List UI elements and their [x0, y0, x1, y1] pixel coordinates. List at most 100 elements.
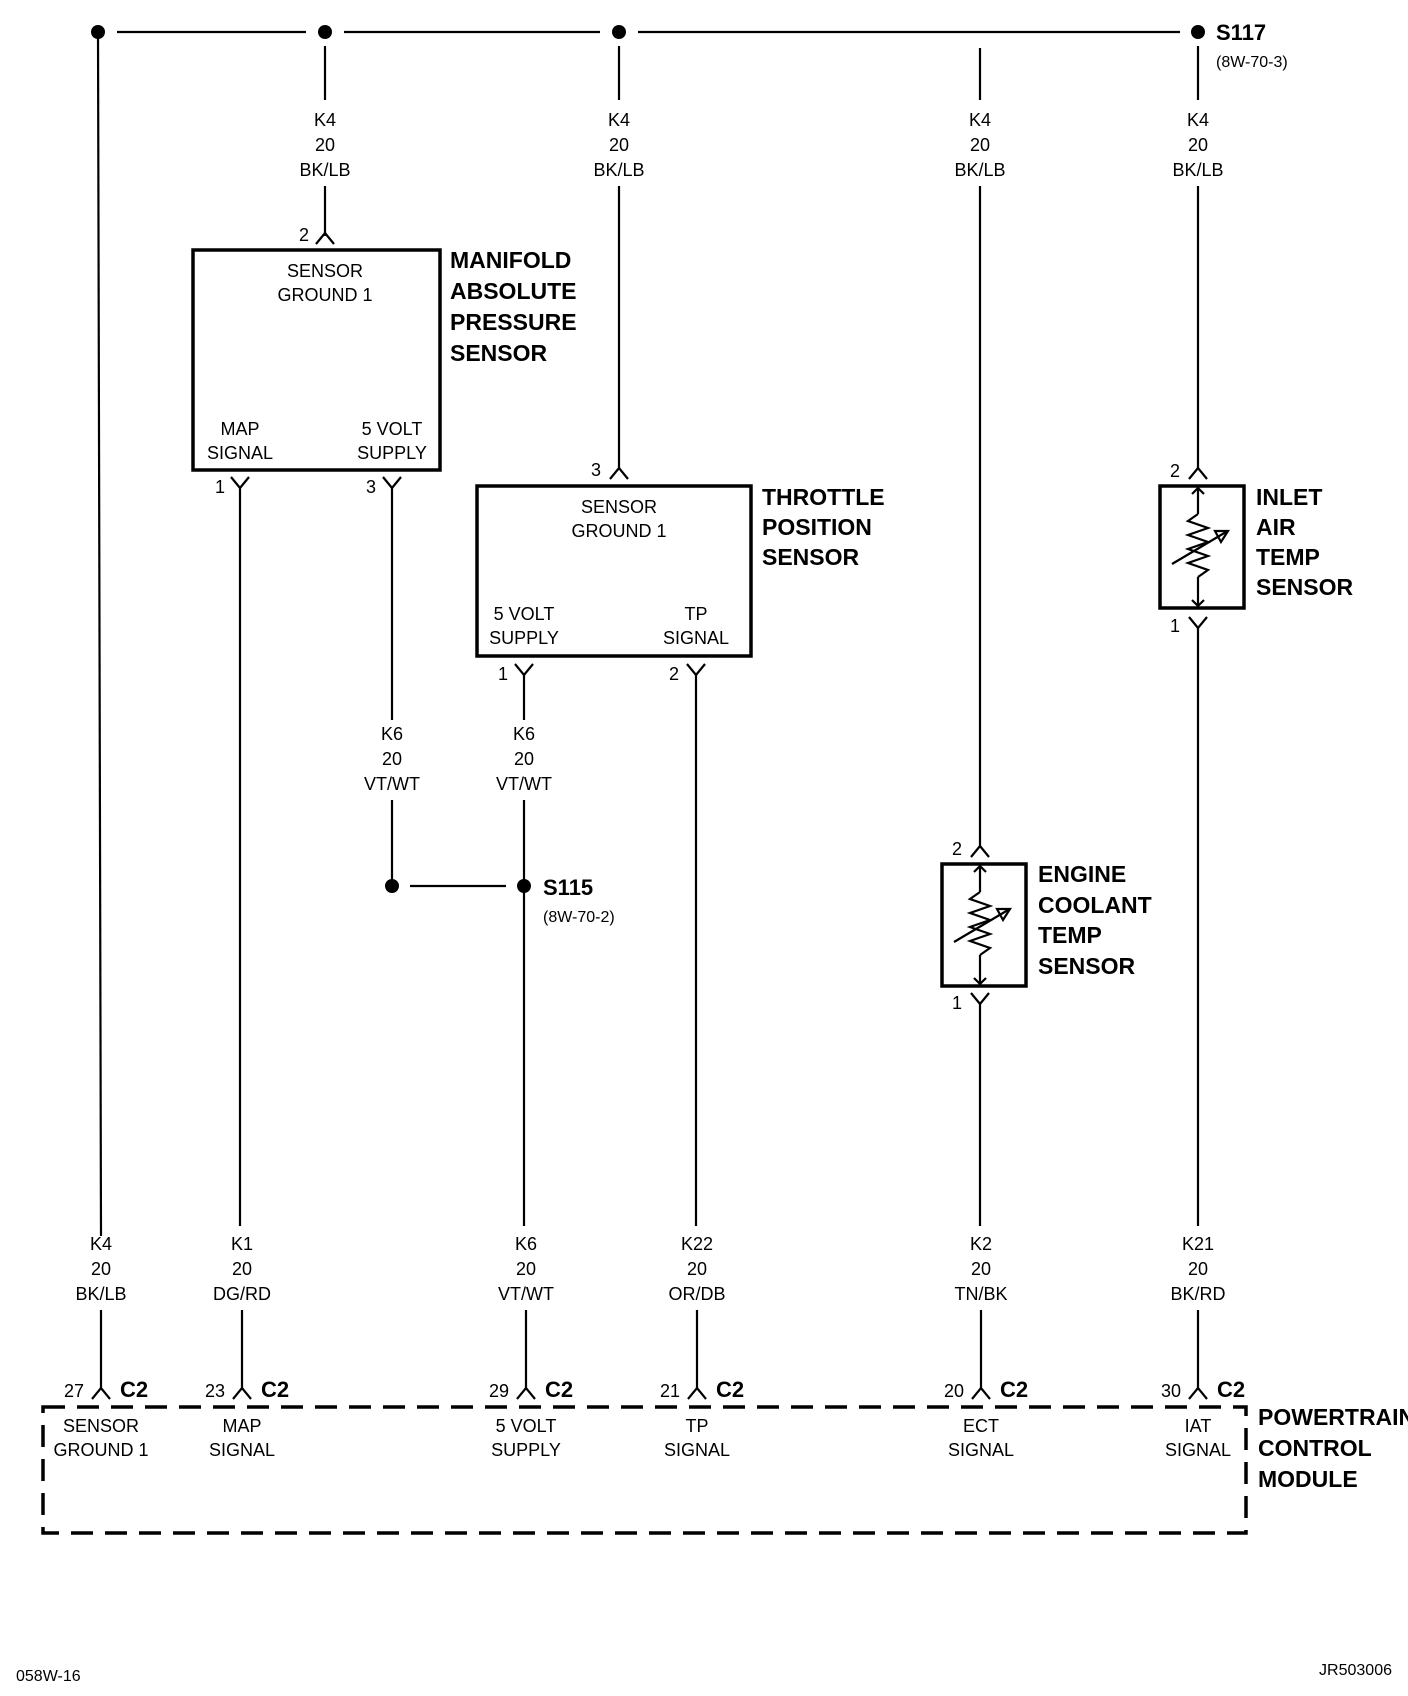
svg-text:BK/RD: BK/RD	[1170, 1284, 1225, 1304]
svg-text:21: 21	[660, 1381, 680, 1401]
wire-label-k4-ground: K4 20 BK/LB	[75, 1234, 126, 1304]
svg-text:IAT: IAT	[1185, 1416, 1212, 1436]
wire-label-k4-map: K4 20 BK/LB	[299, 110, 350, 180]
svg-text:SIGNAL: SIGNAL	[1165, 1440, 1231, 1460]
pcm-pin-30: 30 C2	[1161, 1377, 1245, 1402]
svg-text:K2: K2	[970, 1234, 992, 1254]
svg-text:GROUND 1: GROUND 1	[53, 1440, 148, 1460]
svg-text:SENSOR: SENSOR	[287, 261, 363, 281]
powertrain-control-module: SENSOR GROUND 1 MAP SIGNAL 5 VOLT SUPPLY…	[41, 1404, 1408, 1535]
svg-text:MAP: MAP	[220, 419, 259, 439]
pcm-pin-23: 23 C2	[205, 1377, 289, 1402]
svg-text:K6: K6	[381, 724, 403, 744]
svg-text:SIGNAL: SIGNAL	[948, 1440, 1014, 1460]
svg-text:K6: K6	[515, 1234, 537, 1254]
throttle-position-sensor: SENSOR GROUND 1 5 VOLT SUPPLY TP SIGNAL …	[475, 484, 885, 658]
svg-text:C2: C2	[120, 1377, 148, 1402]
svg-text:VT/WT: VT/WT	[496, 774, 552, 794]
svg-text:SENSOR: SENSOR	[1038, 953, 1136, 979]
svg-text:30: 30	[1161, 1381, 1181, 1401]
tps-pin-right: 2	[669, 664, 679, 684]
svg-text:K4: K4	[608, 110, 630, 130]
ect-pin-bottom: 1	[952, 993, 962, 1013]
s117-bus: S117 (8W-70-3)	[91, 20, 1288, 71]
svg-text:5 VOLT: 5 VOLT	[494, 604, 555, 624]
svg-text:INLET: INLET	[1256, 484, 1322, 510]
svg-text:20: 20	[516, 1259, 536, 1279]
svg-text:TEMP: TEMP	[1256, 544, 1320, 570]
splice-dot-s117	[1191, 25, 1205, 39]
svg-text:SENSOR: SENSOR	[1256, 574, 1354, 600]
svg-text:GROUND 1: GROUND 1	[277, 285, 372, 305]
svg-text:MAP: MAP	[222, 1416, 261, 1436]
svg-text:20: 20	[315, 135, 335, 155]
svg-text:TN/BK: TN/BK	[954, 1284, 1007, 1304]
splice-dot	[612, 25, 626, 39]
svg-text:20: 20	[1188, 135, 1208, 155]
s115-splice: S115 (8W-70-2)	[385, 875, 615, 926]
svg-text:20: 20	[514, 749, 534, 769]
map-pin-left: 1	[215, 477, 225, 497]
svg-text:K4: K4	[314, 110, 336, 130]
svg-text:AIR: AIR	[1256, 514, 1296, 540]
svg-text:20: 20	[232, 1259, 252, 1279]
map-pin2-terminal	[315, 231, 335, 245]
svg-text:C2: C2	[261, 1377, 289, 1402]
wire-label-k1: K1 20 DG/RD	[213, 1234, 271, 1304]
svg-text:5 VOLT: 5 VOLT	[362, 419, 423, 439]
svg-text:20: 20	[1188, 1259, 1208, 1279]
svg-text:20: 20	[91, 1259, 111, 1279]
tps-pin-top: 3	[591, 460, 601, 480]
svg-text:K22: K22	[681, 1234, 713, 1254]
svg-text:29: 29	[489, 1381, 509, 1401]
svg-text:POWERTRAIN: POWERTRAIN	[1258, 1404, 1408, 1430]
svg-text:C2: C2	[1217, 1377, 1245, 1402]
svg-text:K21: K21	[1182, 1234, 1214, 1254]
svg-text:BK/LB: BK/LB	[593, 160, 644, 180]
tps-pin1-terminal	[514, 663, 534, 677]
svg-text:SENSOR: SENSOR	[581, 497, 657, 517]
iat-pin-top: 2	[1170, 461, 1180, 481]
svg-text:20: 20	[382, 749, 402, 769]
ect-pin2-terminal	[970, 844, 990, 858]
pcm-pin-21: 21 C2	[660, 1377, 744, 1402]
wire-label-k4-tps: K4 20 BK/LB	[593, 110, 644, 180]
svg-text:BK/LB: BK/LB	[75, 1284, 126, 1304]
svg-text:S115: S115	[543, 875, 593, 900]
svg-text:THROTTLE: THROTTLE	[762, 484, 885, 510]
splice-s117-name: S117	[1216, 20, 1266, 45]
map-pin1-terminal	[230, 476, 250, 490]
tps-pin2-terminal	[686, 663, 706, 677]
iat-pin-bottom: 1	[1170, 616, 1180, 636]
svg-text:MODULE: MODULE	[1258, 1466, 1358, 1492]
pcm-pin-29: 29 C2	[489, 1377, 573, 1402]
svg-text:VT/WT: VT/WT	[364, 774, 420, 794]
svg-text:CONTROL: CONTROL	[1258, 1435, 1372, 1461]
map-pin-top: 2	[299, 225, 309, 245]
svg-text:BK/LB: BK/LB	[299, 160, 350, 180]
svg-text:VT/WT: VT/WT	[498, 1284, 554, 1304]
svg-text:5 VOLT: 5 VOLT	[496, 1416, 557, 1436]
svg-text:(8W-70-2): (8W-70-2)	[543, 909, 615, 926]
wire-label-k2: K2 20 TN/BK	[954, 1234, 1007, 1304]
svg-text:SIGNAL: SIGNAL	[209, 1440, 275, 1460]
svg-text:SUPPLY: SUPPLY	[357, 443, 427, 463]
svg-text:K4: K4	[90, 1234, 112, 1254]
svg-text:SENSOR: SENSOR	[762, 544, 860, 570]
svg-text:ECT: ECT	[963, 1416, 999, 1436]
wire-label-k22: K22 20 OR/DB	[668, 1234, 725, 1304]
svg-text:C2: C2	[1000, 1377, 1028, 1402]
wire-label-k6-tps: K6 20 VT/WT	[496, 724, 552, 794]
tps-pin-left: 1	[498, 664, 508, 684]
svg-text:SUPPLY: SUPPLY	[491, 1440, 561, 1460]
svg-text:20: 20	[970, 135, 990, 155]
svg-text:DG/RD: DG/RD	[213, 1284, 271, 1304]
svg-text:K6: K6	[513, 724, 535, 744]
svg-text:ENGINE: ENGINE	[1038, 861, 1126, 887]
splice-dot	[318, 25, 332, 39]
svg-text:SENSOR: SENSOR	[63, 1416, 139, 1436]
svg-text:TP: TP	[685, 1416, 708, 1436]
svg-text:20: 20	[944, 1381, 964, 1401]
wire-label-k21: K21 20 BK/RD	[1170, 1234, 1225, 1304]
pcm-pin-20: 20 C2	[944, 1377, 1028, 1402]
